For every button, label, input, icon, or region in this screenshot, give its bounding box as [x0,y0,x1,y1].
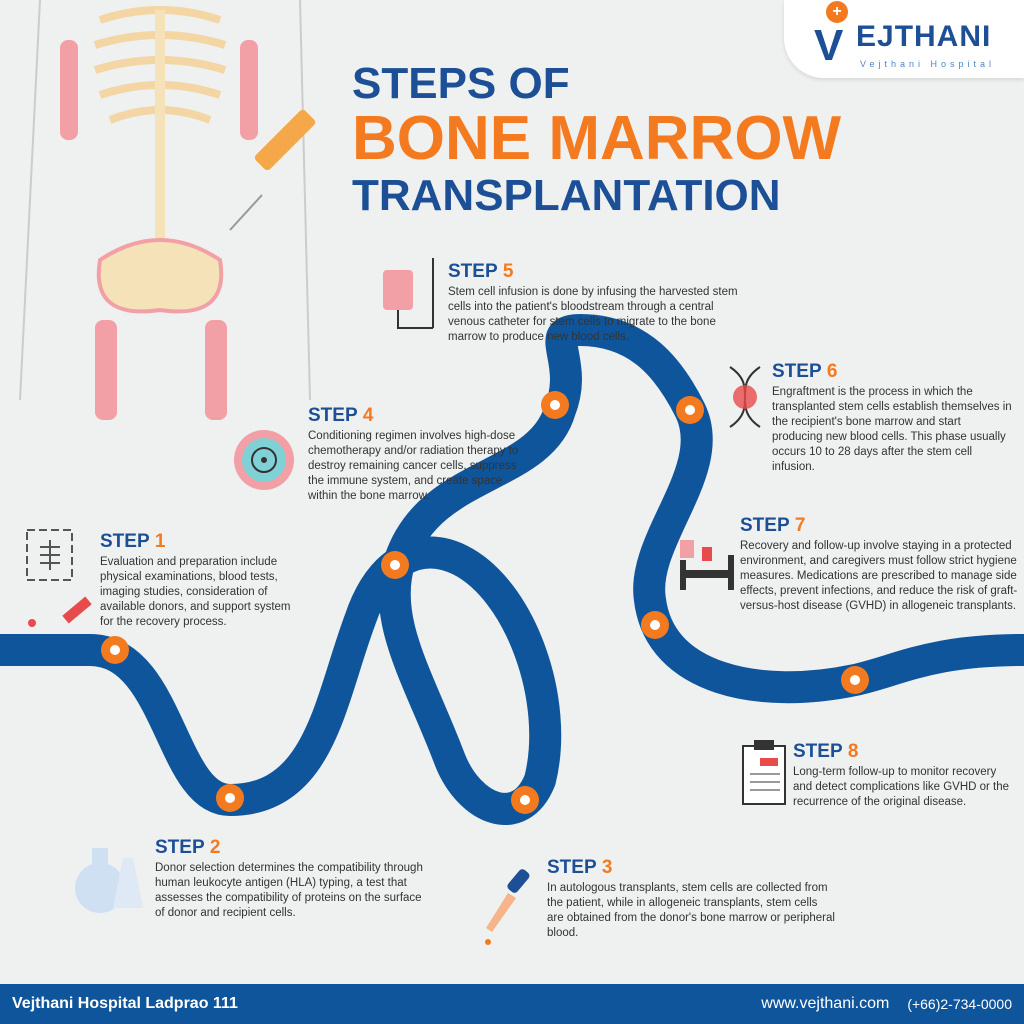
step-5: STEP 5 Stem cell infusion is done by inf… [448,261,738,343]
step-3: STEP 3 In autologous transplants, stem c… [547,857,835,939]
dropper-icon [485,869,530,945]
radiation-target-icon [234,430,294,490]
hospital-bed-icon [680,540,734,590]
step-marker-center [390,560,400,570]
step-marker-center [650,620,660,630]
step-2: STEP 2 Donor selection determines the co… [155,837,423,919]
website-link[interactable]: www.vejthani.com [761,995,890,1012]
step-8: STEP 8 Long-term follow-up to monitor re… [793,741,1010,808]
step-4: STEP 4 Conditioning regimen involves hig… [308,405,519,502]
flask-icon [75,848,143,913]
vejthani-logo: V + EJTHANI Vejthani Hospital [784,0,1024,78]
skeleton-illustration [19,0,316,420]
step-marker-center [110,645,120,655]
step-marker-center [685,405,695,415]
dna-icon [729,366,761,428]
xray-icon [26,529,92,627]
clipboard-icon [742,740,786,805]
phone-number: (+66)2-734-0000 [907,996,1012,1012]
page-title: STEPS OF BONE MARROW TRANSPLANTATION [352,59,842,220]
step-marker-center [850,675,860,685]
step-marker-center [520,795,530,805]
step-marker-center [225,793,235,803]
step-6: STEP 6 Engraftment is the process in whi… [772,361,1012,473]
step-7: STEP 7 Recovery and follow-up involve st… [740,515,1018,612]
footer: Vejthani Hospital Ladprao 111 www.vejtha… [0,984,1024,1024]
iv-bag-icon [383,258,434,329]
medical-cross-icon: + [826,1,848,23]
step-1: STEP 1 Evaluation and preparation includ… [100,531,291,628]
step-marker-center [550,400,560,410]
syringe-icon [229,109,316,231]
